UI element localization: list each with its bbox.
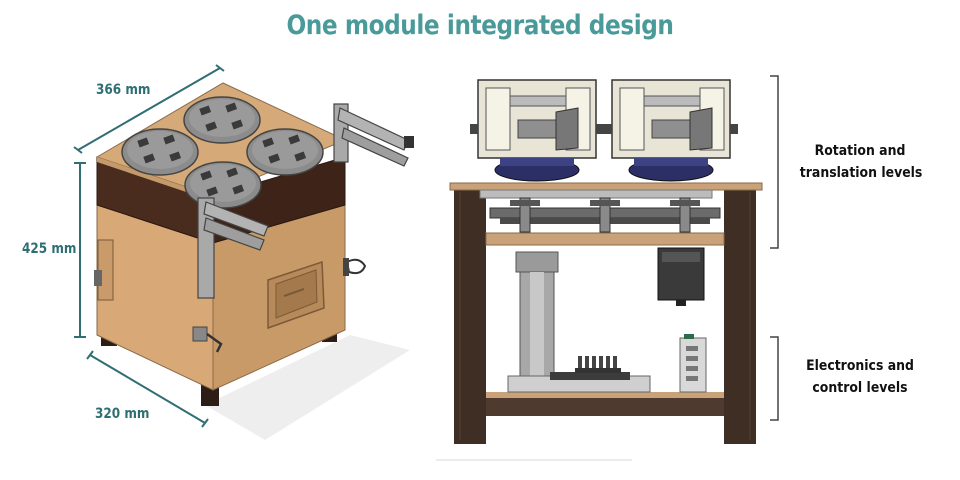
width-label: 366 mm [96, 82, 151, 98]
electronics-board [507, 356, 651, 393]
height-label: 425 mm [22, 241, 77, 257]
crank-arm [333, 103, 414, 167]
turntable [246, 128, 324, 176]
turntable [183, 96, 261, 144]
linear-actuator [515, 251, 559, 377]
stepper-motor [657, 247, 705, 306]
frame-leg [454, 188, 486, 444]
gear-train [489, 197, 721, 233]
top-plate [449, 182, 763, 191]
crank-arm [197, 197, 269, 299]
rotation-module [470, 79, 604, 182]
frame-leg [724, 188, 756, 444]
electronics-level-bracket [770, 336, 779, 421]
control-module [679, 334, 707, 393]
electronics-level-line-1: Electronics and [806, 358, 914, 374]
electronics-level-label: Electronics and control levels [800, 355, 920, 399]
electronics-level-line-2: control levels [812, 380, 908, 396]
rotation-level-label: Rotation and translation levels [799, 140, 923, 184]
rotation-level-bracket [770, 75, 779, 249]
bottom-shelf [486, 396, 724, 416]
width-dimension-line [77, 67, 221, 151]
rotation-module [604, 79, 738, 182]
depth-label: 320 mm [95, 406, 150, 422]
turntable [184, 161, 262, 209]
level-brackets [770, 75, 779, 421]
turntable [121, 128, 199, 176]
depth-dimension-line [89, 354, 206, 424]
rotation-level-line-1: Rotation and [814, 143, 906, 159]
box-illustration [94, 82, 414, 440]
middle-rail [485, 232, 725, 246]
dimension-lines [73, 64, 225, 428]
rotation-level-line-2: translation levels [799, 165, 923, 181]
page-title: One module integrated design [286, 10, 674, 41]
frame-illustration [436, 79, 763, 461]
